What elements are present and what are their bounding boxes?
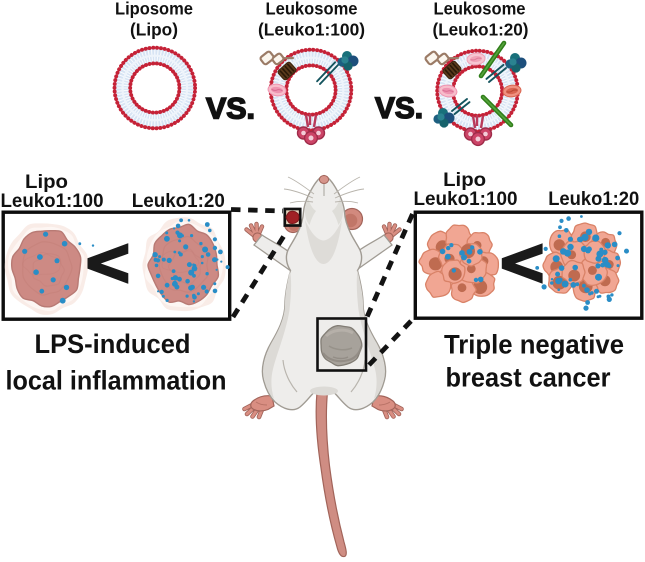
svg-text:(Lipo): (Lipo): [130, 20, 178, 40]
svg-text:Leukosome: Leukosome: [266, 0, 358, 19]
svg-text:Lipo: Lipo: [25, 171, 68, 193]
svg-text:Leukosome: Leukosome: [434, 0, 526, 19]
svg-text:breast cancer: breast cancer: [446, 363, 611, 393]
svg-text:Lipo: Lipo: [443, 169, 486, 191]
svg-text:Triple negative: Triple negative: [444, 329, 624, 359]
svg-text:Liposome: Liposome: [115, 0, 193, 19]
svg-text:(Leuko1:20): (Leuko1:20): [433, 20, 529, 40]
svg-text:Leuko1:20: Leuko1:20: [548, 188, 639, 210]
svg-text:VS.: VS.: [206, 93, 255, 126]
svg-text:VS.: VS.: [375, 92, 423, 125]
svg-text:LPS-induced: LPS-induced: [35, 329, 191, 359]
svg-text:Leuko1:100: Leuko1:100: [1, 190, 104, 212]
svg-text:Leuko1:100: Leuko1:100: [414, 188, 518, 210]
svg-text:Leuko1:20: Leuko1:20: [132, 190, 225, 212]
svg-text:(Leuko1:100): (Leuko1:100): [258, 20, 365, 40]
svg-text:local inflammation: local inflammation: [6, 366, 227, 396]
